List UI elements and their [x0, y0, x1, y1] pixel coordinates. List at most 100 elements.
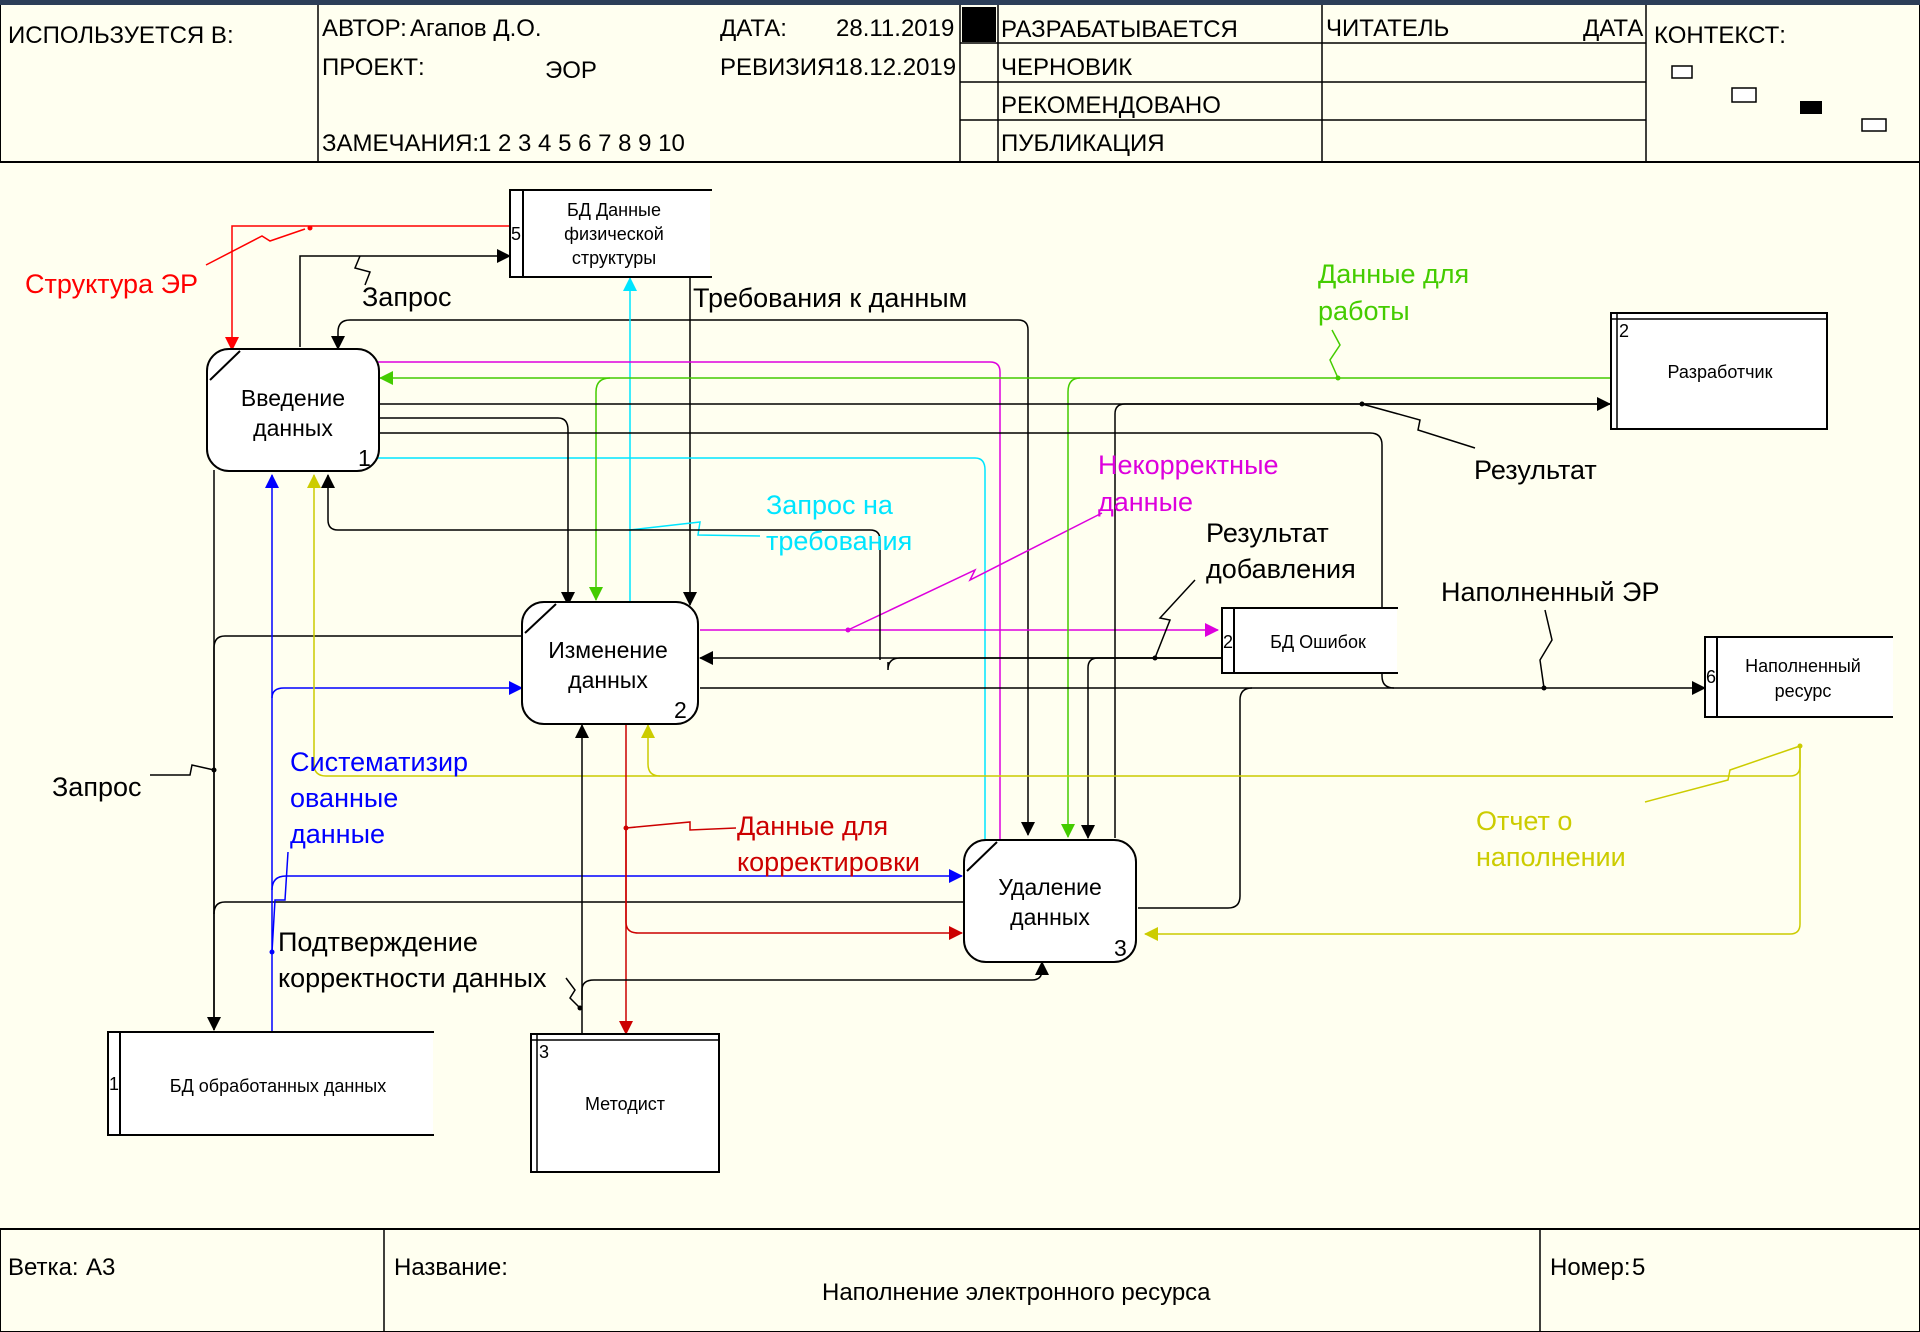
label-req-request-line1: Запрос на [766, 490, 894, 520]
junction-dot [577, 1005, 583, 1011]
label-systematized-line1: Систематизир [290, 747, 468, 777]
process-3-label-line1: Удаление [998, 874, 1102, 900]
label-leader-req-request [629, 521, 761, 537]
store-filled-line2: ресурс [1775, 681, 1832, 701]
store-filled-number: 6 [1706, 667, 1716, 687]
store-processed-number: 1 [109, 1074, 119, 1094]
arrow-errors-back [887, 657, 1222, 671]
process-box-2[interactable]: Изменение данных 2 [521, 601, 699, 725]
store-physical-line3: структуры [572, 248, 656, 268]
store-errors[interactable]: 2 БД Ошибок [1221, 607, 1398, 674]
label-systematized-line2: ованные [290, 783, 398, 813]
label-req-request-line2: требования [766, 526, 912, 556]
arrow-requirements-to-1 [331, 319, 690, 350]
date-label: ДАТА: [720, 15, 787, 42]
arrow-1-to-2 [378, 417, 575, 606]
process-box-1[interactable]: Введение данных 1 [206, 348, 380, 472]
arrow-feedback-to-1 [321, 474, 881, 660]
process-2-label-line1: Изменение [548, 637, 668, 663]
label-leader-report [1644, 745, 1801, 803]
status-recommended: РЕКОМЕНДОВАНО [1001, 92, 1221, 119]
label-incorrect-line1: Некорректные [1098, 450, 1279, 480]
name-label: Название: [394, 1254, 508, 1281]
entity-methodist-number: 3 [539, 1042, 549, 1062]
store-physical-structure[interactable]: 5 БД Данные физической структуры [509, 189, 712, 278]
arrow-structure-er [225, 225, 512, 351]
label-request-1: Запрос [362, 282, 451, 312]
arrow-request-physical [299, 249, 511, 347]
store-processed-data[interactable]: 1 БД обработанных данных [107, 1031, 434, 1136]
arrow-work-data-to-3 [1061, 377, 1081, 838]
entity-developer-label: Разработчик [1668, 362, 1773, 382]
entity-developer[interactable]: 2 Разработчик [1610, 312, 1828, 430]
label-correction-line2: корректировки [737, 847, 920, 877]
notes-value: 1 2 3 4 5 6 7 8 9 10 [478, 130, 685, 157]
label-confirm-line1: Подтверждение [278, 927, 478, 957]
label-leader-confirm [565, 977, 581, 1009]
arrow-3-to-filled [1138, 687, 1253, 909]
arrow-requirements-to-3 [690, 319, 1035, 836]
entity-methodist[interactable]: 3 Методист [530, 1033, 720, 1173]
arrow-report-to-1 [307, 474, 660, 777]
reader-date-label: ДАТА [1583, 15, 1643, 42]
arrow-correction-to-3 [625, 828, 963, 940]
branch-value: А3 [86, 1254, 115, 1281]
arrow-systematized-to-2 [271, 681, 523, 699]
store-filled-line1: Наполненный [1745, 656, 1861, 676]
connection-arrows [150, 225, 1803, 1035]
store-physical-line1: БД Данные [567, 200, 661, 220]
revision-label: РЕВИЗИЯ: [720, 54, 841, 81]
context-icon [1671, 65, 1887, 132]
process-box-3[interactable]: Удаление данных 3 [963, 839, 1137, 963]
date-value: 28.11.2019 [836, 15, 954, 42]
entity-developer-number: 2 [1619, 321, 1629, 341]
label-leader-request2 [150, 764, 215, 776]
label-result: Результат [1474, 455, 1597, 485]
arrow-magenta-from-1 [378, 361, 1001, 840]
context-label: КОНТЕКСТ: [1654, 22, 1786, 49]
label-confirm-line2: корректности данных [278, 963, 547, 993]
label-filled-er: Наполненный ЭР [1441, 577, 1659, 607]
label-leader-correction [625, 821, 737, 831]
process-1-number: 1 [358, 445, 371, 471]
label-systematized-line3: данные [290, 819, 385, 849]
label-add-result-line1: Результат [1206, 518, 1329, 548]
label-report-line2: наполнении [1476, 842, 1626, 872]
label-leader-systematized [271, 851, 289, 953]
label-leader-result [1361, 403, 1476, 449]
label-correction-line1: Данные для [737, 811, 888, 841]
process-3-number: 3 [1114, 935, 1127, 961]
label-leader-structure [205, 228, 306, 266]
arrow-systematized-to-3 [271, 869, 963, 891]
junction-dot [623, 825, 629, 831]
process-1-label-line2: данных [253, 415, 333, 441]
status-developing: РАЗРАБАТЫВАЕТСЯ [1001, 16, 1238, 43]
store-filled-resource[interactable]: 6 Наполненный ресурс [1704, 636, 1893, 718]
arrow-dev-to-3 [1114, 403, 1610, 838]
label-leader-add-result [1154, 579, 1196, 659]
junction-dot [1335, 375, 1341, 381]
label-leader-work-data [1329, 329, 1341, 379]
junction-dot [1797, 743, 1803, 749]
label-incorrect-line2: данные [1098, 487, 1193, 517]
project-value: ЭОР [545, 57, 597, 84]
label-report-line1: Отчет о [1476, 806, 1572, 836]
reader-label: ЧИТАТЕЛЬ [1326, 15, 1449, 42]
arrow-report-to-2 [641, 724, 1801, 777]
arrow-cyan-from-1 [378, 457, 986, 842]
title-block-header: ИСПОЛЬЗУЕТСЯ В: АВТОР: Агапов Д.О. ПРОЕК… [0, 0, 1920, 163]
label-leader-request [353, 255, 371, 286]
number-label: Номер: [1550, 1254, 1631, 1281]
label-work-data-line2: работы [1318, 296, 1410, 326]
notes-label: ЗАМЕЧАНИЯ: [322, 130, 479, 157]
revision-value: 18.12.2019 [836, 54, 956, 81]
author-label: АВТОР: [322, 15, 407, 42]
store-errors-label: БД Ошибок [1270, 632, 1366, 652]
arrow-errors-to-3 [1081, 657, 1222, 839]
label-structure-er: Структура ЭР [25, 269, 198, 299]
junction-dot [269, 949, 275, 955]
label-leader-incorrect [847, 512, 1103, 631]
store-physical-line2: физической [564, 224, 664, 244]
junction-dot [1541, 685, 1547, 691]
